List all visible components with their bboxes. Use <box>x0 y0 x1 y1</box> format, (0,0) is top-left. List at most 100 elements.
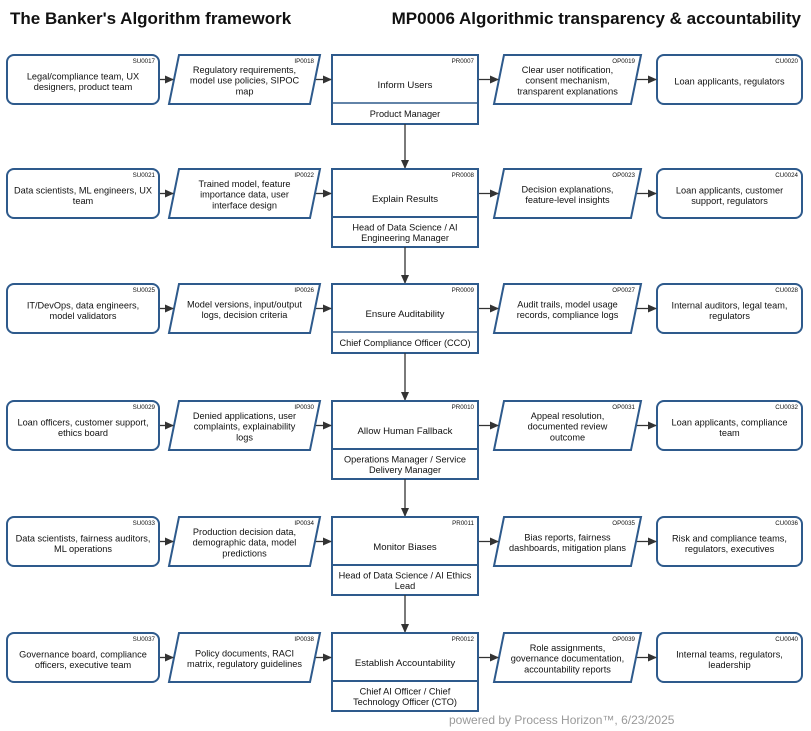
element-code: SU0033 <box>133 520 156 527</box>
input-shape <box>167 632 322 683</box>
customer-text-line: team <box>719 428 740 438</box>
input-text-line: map <box>236 87 254 97</box>
customer-shape <box>656 516 803 567</box>
element-code: SU0017 <box>133 58 156 65</box>
element-code: OP0019 <box>612 58 635 65</box>
input-text-line: Trained model, feature <box>198 179 290 189</box>
element-code: PR0007 <box>452 58 475 65</box>
process-title: Establish Accountability <box>355 658 455 669</box>
input-text-line: importance data, user <box>200 190 289 200</box>
customer-text-line: Internal teams, regulators, <box>676 649 783 659</box>
input-text-line: model use policies, SIPOC <box>190 76 300 86</box>
process-title: Monitor Biases <box>373 542 437 553</box>
element-code: PR0008 <box>452 172 475 179</box>
output-text-line: accountability reports <box>524 665 611 675</box>
element-code: OP0031 <box>612 404 635 411</box>
supplier-shape <box>6 283 160 334</box>
process-shape <box>331 54 479 125</box>
supplier-text-line: team <box>73 196 94 206</box>
input-shape <box>167 168 322 219</box>
output-text-line: documented review <box>528 422 608 432</box>
customer-text-line: Internal auditors, legal team, <box>672 300 788 310</box>
process-title: MP0006 Algorithmic transparency & accoun… <box>391 9 801 28</box>
supplier-text-line: ML operations <box>54 544 112 554</box>
output-shape <box>492 632 643 683</box>
output-shape <box>492 283 643 334</box>
output-text-line: transparent explanations <box>517 87 618 97</box>
footer-credit: powered by Process Horizon™, 6/23/2025 <box>449 713 675 727</box>
process-owner: Chief Compliance Officer (CCO) <box>339 338 470 348</box>
input-shape <box>167 516 322 567</box>
input-text: Regulatory requirements,model use polici… <box>190 65 300 97</box>
output-text-line: Appeal resolution, <box>531 411 605 421</box>
customer-text-line: Loan applicants, customer <box>676 185 783 195</box>
customer-text-line: Risk and compliance teams, <box>672 533 787 543</box>
customer-shape <box>656 54 803 105</box>
element-code: OP0027 <box>612 287 635 294</box>
element-code: CU0020 <box>775 58 798 65</box>
output-shape <box>492 54 643 105</box>
customer-text: Internal auditors, legal team,regulators <box>672 300 788 321</box>
input-text-line: Production decision data, <box>193 527 296 537</box>
input-text-line: Denied applications, user <box>193 411 296 421</box>
process-title: Explain Results <box>372 194 438 205</box>
output-shape <box>492 168 643 219</box>
element-code: PR0010 <box>452 404 475 411</box>
supplier-text: Loan officers, customer support,ethics b… <box>17 417 148 438</box>
supplier-shape <box>6 54 160 105</box>
supplier-text-line: IT/DevOps, data engineers, <box>27 300 139 310</box>
supplier-text: Data scientists, fairness auditors,ML op… <box>16 533 151 554</box>
customer-text: Loan applicants, regulators <box>674 77 785 87</box>
customer-text-line: support, regulators <box>691 196 768 206</box>
supplier-text: IT/DevOps, data engineers,model validato… <box>27 300 139 321</box>
process-shape <box>331 283 479 354</box>
process-owner-line: Chief AI Officer / Chief <box>360 686 451 696</box>
process-owner: Product Manager <box>370 109 440 119</box>
output-text-line: Bias reports, fairness <box>524 532 611 542</box>
supplier-text-line: Data scientists, fairness auditors, <box>16 533 151 543</box>
owner-shape <box>331 448 479 480</box>
output-text-line: governance documentation, <box>511 654 624 664</box>
customer-text-line: Loan applicants, regulators <box>674 77 785 87</box>
element-code: IP0022 <box>294 172 314 179</box>
input-text-line: logs <box>236 433 253 443</box>
output-text: Decision explanations,feature-level insi… <box>522 184 614 205</box>
process-owner-line: Technology Officer (CTO) <box>353 697 457 707</box>
process-title: Allow Human Fallback <box>358 426 453 437</box>
process-owner-line: Product Manager <box>370 109 440 119</box>
element-code: IP0030 <box>294 404 314 411</box>
process-owner-line: Lead <box>395 581 415 591</box>
element-code: CU0024 <box>775 172 798 179</box>
element-code: PR0009 <box>452 287 475 294</box>
supplier-shape <box>6 168 160 219</box>
output-shape <box>492 516 643 567</box>
customer-shape <box>656 283 803 334</box>
